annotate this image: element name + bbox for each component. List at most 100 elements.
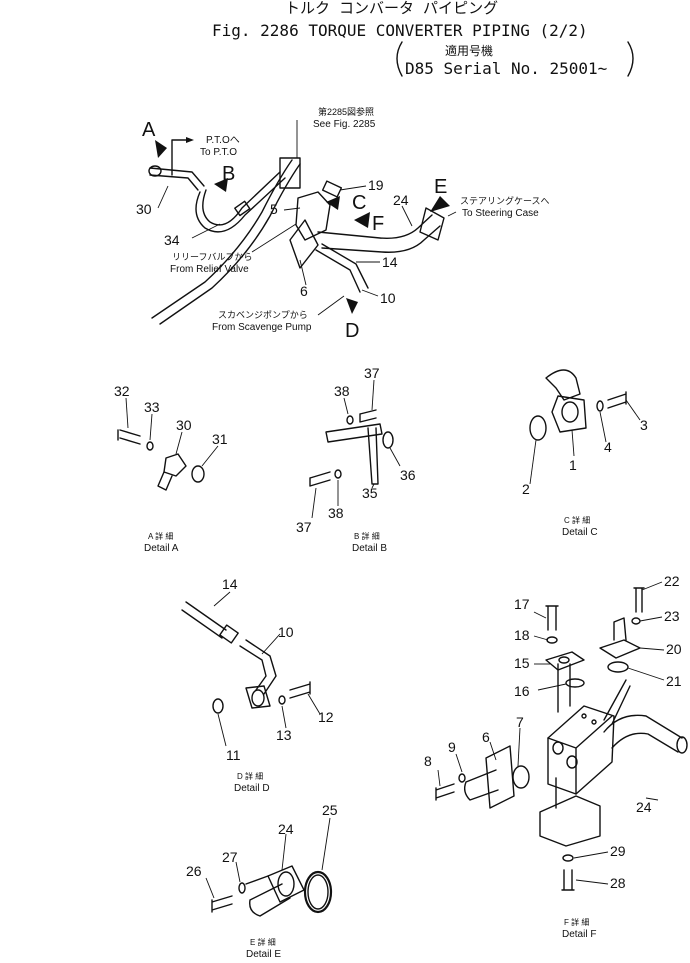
part-16: 16	[514, 683, 530, 699]
arrow-f	[354, 212, 370, 228]
washer-23	[631, 617, 641, 625]
hose-34	[195, 177, 286, 233]
bolt-28	[561, 869, 575, 891]
part-13: 13	[276, 727, 292, 743]
part-22: 22	[664, 573, 680, 589]
elbow-30	[163, 453, 187, 477]
part-5: 5	[270, 201, 278, 217]
part-9: 9	[448, 739, 456, 755]
detail-e-label: Detail E	[246, 949, 281, 960]
elbow-1	[545, 369, 581, 401]
pipe-10-detail	[239, 639, 277, 695]
arrow-b	[214, 178, 228, 192]
bolt-37-bottom	[309, 471, 331, 487]
fitting-20	[599, 639, 641, 659]
washer-29	[562, 854, 574, 862]
part-29: 29	[610, 843, 626, 859]
view-letter-e: E	[434, 176, 447, 198]
detail-e-drawing	[205, 817, 333, 917]
main-assembly	[148, 120, 457, 325]
part-3: 3	[640, 417, 648, 433]
part-6: 6	[300, 283, 308, 299]
part-27: 27	[222, 849, 238, 865]
part-26: 26	[186, 863, 202, 879]
relief-label-japanese: リリーフバルブから	[172, 251, 252, 262]
open-paren	[396, 41, 403, 77]
part-24-detail-f: 24	[636, 799, 652, 815]
part-17: 17	[514, 596, 530, 612]
o-ring-7	[512, 765, 530, 789]
clamp-36	[382, 431, 394, 449]
detail-a-drawing	[117, 397, 219, 491]
bolt-3	[607, 391, 627, 409]
o-ring-2	[529, 415, 547, 441]
part-23: 23	[664, 608, 680, 624]
part-35: 35	[362, 485, 378, 501]
steering-pipe	[317, 214, 433, 239]
bolt-26	[211, 895, 233, 913]
tube-15	[557, 663, 571, 713]
pipe-24-detail	[249, 883, 291, 917]
steering-label-japanese: ステアリングケースへ	[460, 195, 550, 206]
detail-c-label: Detail C	[562, 527, 598, 538]
part-21: 21	[666, 673, 682, 689]
bolt-37-top	[359, 409, 377, 423]
part-37-bottom: 37	[296, 519, 312, 535]
part-2: 2	[522, 481, 530, 497]
view-letter-b: B	[222, 163, 235, 185]
part-25: 25	[322, 802, 338, 818]
detail-d-label-japanese: D 詳 細	[237, 771, 263, 781]
pipe-14	[315, 249, 361, 293]
part-19: 19	[368, 177, 384, 193]
part-20: 20	[666, 641, 682, 657]
detail-d-label: Detail D	[234, 783, 270, 794]
detail-c-label-japanese: C 詳 細	[564, 515, 590, 525]
valve-body	[295, 191, 331, 241]
part-18: 18	[514, 627, 530, 643]
part-14-detail-d: 14	[222, 576, 238, 592]
part-24-detail-e: 24	[278, 821, 294, 837]
arrow-e	[430, 196, 450, 212]
pto-pipe-30	[149, 174, 199, 191]
part-10-detail-d: 10	[278, 624, 294, 640]
view-letter-c: C	[352, 192, 366, 214]
part-28: 28	[610, 875, 626, 891]
part-38-top: 38	[334, 383, 350, 399]
flange-6	[485, 745, 515, 809]
bolt-17	[545, 605, 559, 631]
detail-c-drawing	[529, 369, 641, 485]
part-11: 11	[226, 747, 241, 763]
scavenge-label-japanese: スカベンジポンプから	[218, 310, 308, 320]
o-ring-25	[303, 870, 333, 914]
part-38-bottom: 38	[328, 505, 344, 521]
relief-label: From Relief Valve	[170, 264, 249, 275]
part-8: 8	[424, 753, 432, 769]
pto-label-japanese: P.T.Oへ	[206, 135, 240, 146]
see-fig-label-japanese: 第2285図参照	[318, 106, 374, 117]
part-1: 1	[569, 457, 577, 473]
part-30: 30	[136, 201, 152, 217]
washer-18	[546, 636, 558, 644]
serial-range: D85 Serial No. 25001~	[405, 59, 607, 78]
bracket-f	[539, 795, 601, 847]
mount-block	[279, 157, 301, 189]
bolt-32	[117, 429, 141, 445]
bolt-8	[435, 783, 455, 801]
pipe-14-detail	[181, 601, 227, 639]
steering-label: To Steering Case	[462, 208, 539, 219]
arrow-a	[155, 140, 167, 158]
part-37-top: 37	[364, 365, 380, 381]
relief-pipe	[151, 159, 293, 319]
bolt-22	[633, 587, 645, 613]
o-ring-31	[191, 465, 205, 483]
bolt-12	[289, 681, 311, 699]
washer-9	[458, 773, 466, 783]
washer-4	[596, 400, 604, 412]
title-japanese: トルク コンバータ パイピング	[285, 0, 498, 17]
detail-f-drawing	[435, 581, 688, 891]
detail-e-label-japanese: E 詳 細	[250, 937, 276, 947]
figure-title: Fig. 2286 TORQUE CONVERTER PIPING (2/2)	[212, 21, 588, 40]
detail-a-label: Detail A	[144, 543, 179, 554]
pipe-24-detail-f	[603, 714, 683, 753]
part-15: 15	[514, 655, 530, 671]
